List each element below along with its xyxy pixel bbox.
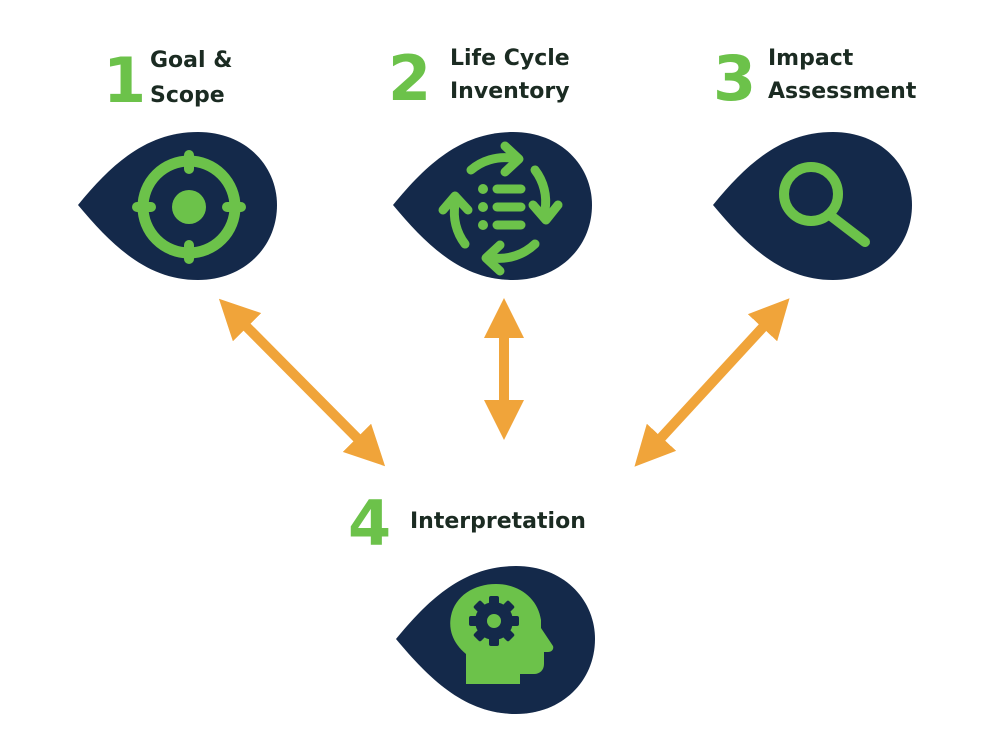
step-title-line2: Scope [150,83,225,108]
step-badge [396,566,596,716]
step-badge [393,132,593,282]
step-number: 2 [388,42,432,115]
step-title-line1: Interpretation [410,509,586,534]
arrow-goal-to-interpretation [218,298,386,467]
magnifier-icon [779,162,870,247]
step-title-line1: Impact [768,46,854,71]
step-number: 3 [713,42,757,115]
step-title-line1: Life Cycle [450,46,570,71]
step-number: 1 [103,44,147,117]
cycle-list-icon [438,141,563,276]
target-icon [132,150,246,264]
step-title-line1: Goal & [150,48,233,73]
arrow-impact-to-interpretation [634,298,790,467]
head-gear-icon [450,584,554,684]
step-badge [713,132,913,282]
step-badge [78,132,278,282]
step-title-line2: Assessment [768,79,917,104]
step-title-line2: Inventory [450,79,570,104]
step-number: 4 [348,487,392,560]
